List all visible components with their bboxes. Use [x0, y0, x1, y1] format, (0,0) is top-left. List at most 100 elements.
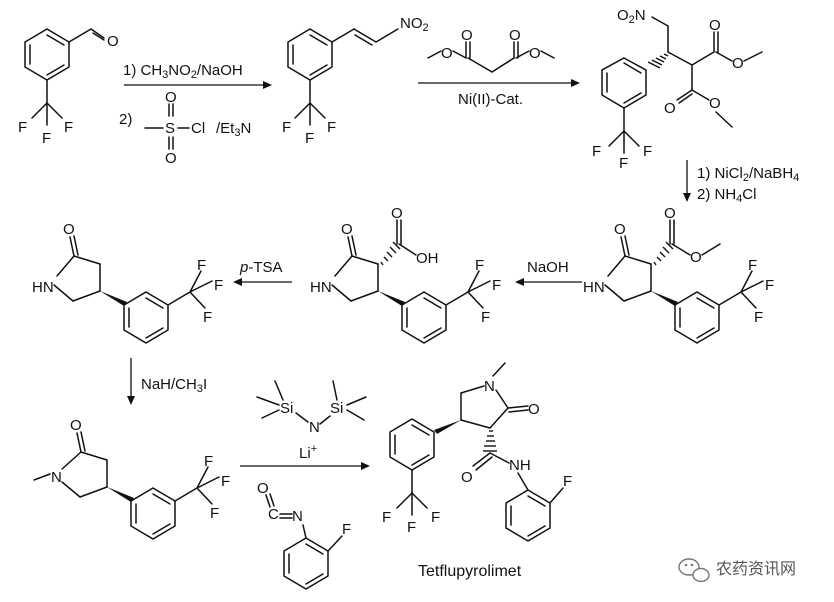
reagent-ammonium-chloride: 2) NH4Cl	[697, 186, 756, 205]
atom-o: O	[165, 89, 177, 106]
atom-f: F	[305, 130, 314, 147]
reagent-lihmds: Si N Si	[256, 380, 367, 436]
atom-f: F	[42, 130, 51, 147]
atom-n: N	[484, 378, 495, 395]
stereo-hash-bond	[380, 241, 401, 266]
reagent-reduction: 1) NiCl2/NaBH4	[697, 165, 799, 184]
reagent-catalyst: Ni(II)-Cat.	[458, 91, 523, 108]
compound-lactam-acid: HN O O OH F F F	[310, 205, 501, 344]
compound-tetflupyrolimet: N O F F F O NH	[382, 362, 572, 580]
atom-f: F	[18, 119, 27, 136]
arrow-step-2: O O O O Ni(II)-Cat.	[418, 27, 580, 108]
arrow-step-4: NaOH	[515, 259, 582, 286]
atom-c: C	[268, 506, 279, 523]
atom-o: O	[165, 150, 177, 167]
atom-o: O	[107, 33, 119, 50]
atom-f: F	[592, 143, 601, 160]
atom-o: O	[391, 205, 403, 222]
atom-f: F	[481, 309, 490, 326]
group-nitro: O2N	[617, 7, 646, 26]
atom-hn: HN	[583, 279, 605, 296]
atom-n: N	[309, 419, 320, 436]
atom-o: O	[529, 45, 541, 62]
compound-lactam: HN O F F F	[32, 221, 223, 344]
atom-n: N	[292, 508, 303, 525]
atom-f: F	[197, 257, 206, 274]
compound-lactam-ester: HN O O O F F F	[583, 205, 774, 344]
atom-o: O	[732, 55, 744, 72]
atom-f: F	[492, 277, 501, 294]
atom-si: Si	[280, 400, 293, 417]
atom-f: F	[221, 473, 230, 490]
atom-o: O	[664, 100, 676, 117]
reagent-isocyanate: O C N F	[257, 480, 351, 590]
atom-o: O	[509, 27, 521, 44]
atom-f: F	[643, 143, 652, 160]
atom-o: O	[341, 221, 353, 238]
atom-f: F	[563, 473, 572, 490]
reagent-methylation: NaH/CH3I	[141, 376, 207, 395]
compound-michael-adduct: O2N F F F O O O O	[592, 7, 763, 172]
reagent-triethylamine: /Et3N	[216, 120, 251, 139]
atom-f: F	[748, 257, 757, 274]
atom-hn: HN	[32, 279, 54, 296]
stereo-hash-bond	[483, 430, 497, 452]
atom-o: O	[461, 27, 473, 44]
compound-benzaldehyde: O F F F	[18, 28, 119, 147]
atom-o: O	[461, 469, 473, 486]
compound-n-methyl-lactam: N O F F F	[33, 417, 230, 540]
atom-o: O	[70, 417, 82, 434]
atom-f: F	[765, 277, 774, 294]
atom-f: F	[475, 257, 484, 274]
atom-o: O	[257, 480, 269, 497]
reagent-nitromethane: 1) CH3NO2/NaOH	[123, 62, 243, 81]
atom-f: F	[64, 119, 73, 136]
atom-f: F	[210, 505, 219, 522]
arrow-step-3: 1) NiCl2/NaBH4 2) NH4Cl	[683, 160, 799, 205]
atom-f: F	[382, 509, 391, 526]
atom-f: F	[282, 119, 291, 136]
step-number-2: 2)	[119, 111, 132, 128]
atom-s: S	[165, 120, 175, 137]
arrow-step-7: Si N Si Li+ O C N F	[240, 380, 370, 590]
arrow-step-6: NaH/CH3I	[127, 358, 207, 405]
atom-o: O	[709, 17, 721, 34]
atom-o: O	[690, 249, 702, 266]
atom-n: N	[51, 469, 62, 486]
compound-nitrostyrene: NO2 F F F	[282, 15, 429, 147]
atom-o: O	[528, 401, 540, 418]
group-nitro: NO2	[400, 15, 429, 34]
reagent-lithium: Li+	[299, 443, 317, 462]
group-hydroxyl: OH	[416, 250, 439, 267]
reagent-naoh: NaOH	[527, 259, 569, 276]
atom-f: F	[327, 119, 336, 136]
watermark: 农药资讯网	[678, 558, 796, 583]
watermark-text: 农药资讯网	[716, 559, 796, 578]
product-name: Tetflupyrolimet	[418, 563, 522, 580]
atom-f: F	[204, 453, 213, 470]
atom-cl: Cl	[191, 120, 205, 137]
atom-si: Si	[330, 400, 343, 417]
atom-f: F	[754, 309, 763, 326]
atom-o: O	[614, 221, 626, 238]
arrow-step-1: 1) CH3NO2/NaOH 2) S O O Cl /Et3N	[119, 62, 272, 167]
atom-f: F	[203, 309, 212, 326]
reagent-ptsa: p-TSA	[239, 259, 283, 276]
stereo-hash-bond	[647, 53, 669, 69]
atom-o: O	[63, 221, 75, 238]
atom-f: F	[214, 277, 223, 294]
atom-o: O	[709, 95, 721, 112]
atom-hn: HN	[310, 279, 332, 296]
arrow-step-5: p-TSA	[233, 259, 292, 286]
stereo-hash-bond	[653, 241, 674, 266]
atom-f: F	[342, 521, 351, 538]
atom-o: O	[664, 205, 676, 222]
group-amide-nh: NH	[509, 457, 531, 474]
atom-f: F	[619, 155, 628, 172]
atom-f: F	[431, 509, 440, 526]
atom-f: F	[407, 519, 416, 536]
wechat-icon	[678, 558, 710, 583]
atom-o: O	[441, 45, 453, 62]
